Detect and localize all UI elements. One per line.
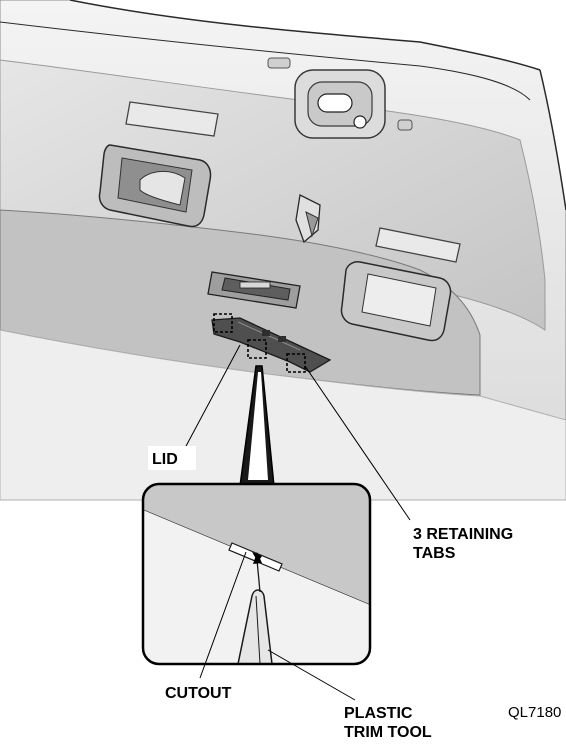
upper-left-slot <box>125 101 219 137</box>
plastic-trim-tool <box>237 552 273 664</box>
cutout-leader-line <box>199 551 247 679</box>
label-retaining-tabs-line2: TABS <box>413 545 456 562</box>
retaining-tab-3 <box>286 353 306 373</box>
lid-leader-line <box>184 344 241 449</box>
retaining-tab-highlights <box>213 313 306 373</box>
label-cutout: CUTOUT <box>165 685 232 702</box>
center-clip <box>295 194 321 244</box>
center-lower-mount <box>207 271 301 309</box>
callout-labels: LID 3 RETAINING TABS CUTOUT PLASTIC TRIM… <box>148 446 561 741</box>
label-lid: LID <box>152 451 178 468</box>
left-grab-pocket <box>98 144 212 228</box>
upper-right-slot <box>375 227 461 263</box>
tabs-leader-line <box>304 365 411 521</box>
label-retaining-tabs-line1: 3 RETAINING <box>413 526 513 543</box>
label-trim-tool-line2: TRIM TOOL <box>344 724 432 741</box>
liftgate-panel-illustration <box>0 0 566 501</box>
latch-housing <box>267 57 413 139</box>
leader-lines <box>184 344 411 701</box>
retaining-tab-2 <box>247 339 267 359</box>
retaining-tab-1 <box>213 313 233 333</box>
label-trim-tool-line1: PLASTIC <box>344 705 413 722</box>
lid-cover <box>211 317 332 373</box>
tool-leader-line <box>267 649 356 701</box>
figure-code: QL7180 <box>508 704 561 721</box>
right-grab-pocket <box>340 261 452 342</box>
detail-inset <box>141 482 372 666</box>
lower-lining <box>0 329 566 501</box>
